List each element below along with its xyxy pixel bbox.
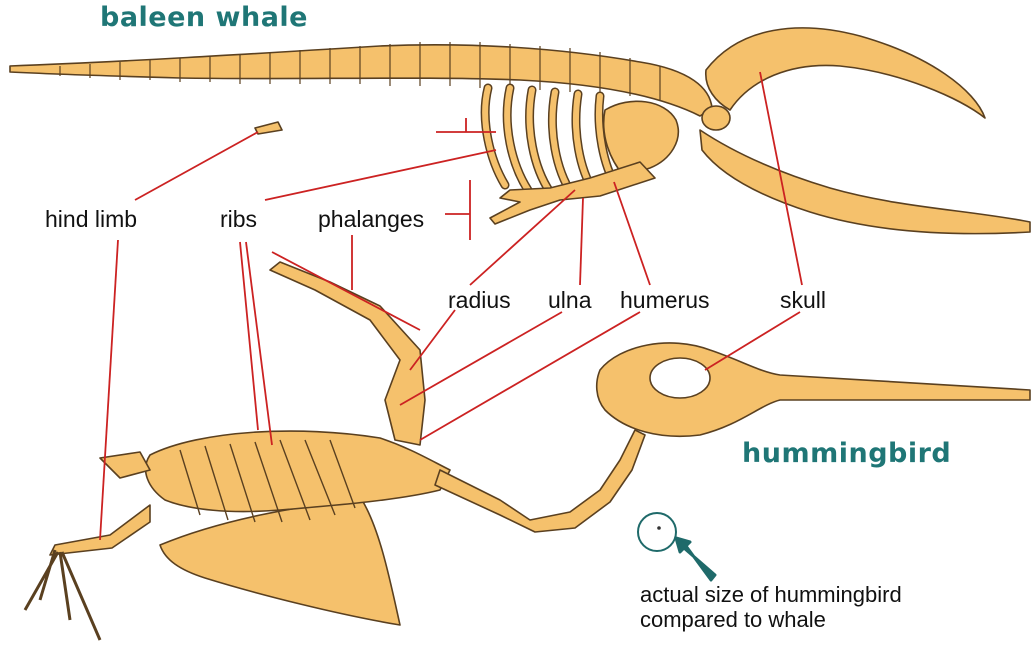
size-note-line1: actual size of hummingbird bbox=[640, 582, 902, 607]
size-circle bbox=[638, 513, 676, 551]
bird-wing bbox=[270, 262, 425, 445]
bird-sternum bbox=[160, 500, 400, 625]
label-phalanges: phalanges bbox=[318, 206, 424, 233]
label-radius: radius bbox=[448, 287, 511, 314]
label-skull: skull bbox=[780, 287, 826, 314]
whale-spine bbox=[10, 45, 712, 116]
label-hind-limb: hind limb bbox=[45, 206, 137, 233]
whale-skeleton bbox=[10, 28, 1030, 234]
whale-hind-limb bbox=[255, 122, 282, 134]
whale-vertebrae bbox=[60, 42, 660, 100]
bird-neck bbox=[435, 430, 645, 532]
hummingbird-title: hummingbird bbox=[742, 438, 951, 469]
bird-body bbox=[146, 431, 450, 511]
label-humerus: humerus bbox=[620, 287, 709, 314]
label-ulna: ulna bbox=[548, 287, 591, 314]
size-note: actual size of hummingbird compared to w… bbox=[640, 582, 902, 632]
bird-pelvis bbox=[100, 452, 150, 478]
whale-lower-jaw bbox=[700, 130, 1030, 234]
size-note-line2: compared to whale bbox=[640, 607, 902, 632]
bird-foot bbox=[25, 550, 100, 640]
size-arrow bbox=[676, 538, 715, 580]
size-comparison-marker bbox=[638, 513, 715, 580]
whale-upper-jaw bbox=[706, 28, 985, 118]
bird-eye-socket bbox=[650, 358, 710, 398]
whale-title: baleen whale bbox=[100, 2, 308, 33]
label-ribs: ribs bbox=[220, 206, 257, 233]
